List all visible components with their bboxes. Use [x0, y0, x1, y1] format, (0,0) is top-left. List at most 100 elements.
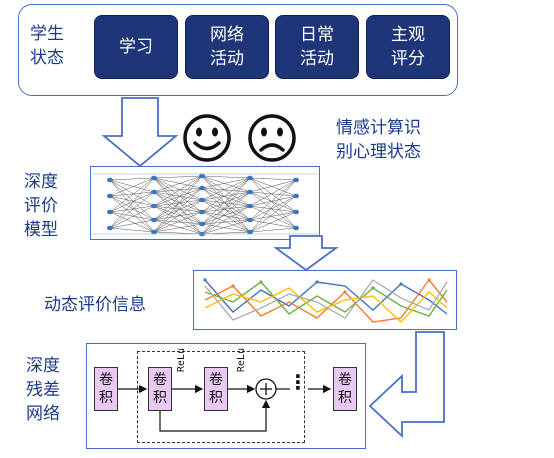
- pill-daily-activity: 日常 活动: [275, 15, 359, 79]
- nn-edge: [109, 177, 155, 213]
- nn-edge: [249, 179, 297, 207]
- conv-block-4: 卷 积: [333, 367, 357, 411]
- bent-arrow-icon: [368, 331, 445, 439]
- nn-edge: [109, 219, 155, 229]
- nn-edge: [109, 191, 155, 229]
- nn-node: [247, 175, 253, 181]
- nn-edge: [201, 177, 251, 235]
- nn-edge: [153, 175, 203, 207]
- nn-edge: [201, 205, 251, 225]
- nn-edge: [201, 191, 251, 213]
- nn-edge: [153, 177, 203, 225]
- nn-node: [293, 209, 299, 215]
- conv-block-1: 卷 积: [94, 367, 118, 411]
- nn-node: [151, 189, 157, 195]
- nn-edge: [109, 191, 155, 213]
- nn-node: [247, 217, 253, 223]
- pill-study: 学习: [94, 15, 178, 79]
- nn-edge: [153, 175, 203, 221]
- nn-edge: [109, 179, 155, 221]
- nn-edge: [201, 175, 251, 207]
- nn-edge: [201, 219, 251, 235]
- nn-edge: [153, 191, 203, 225]
- nn-edge: [153, 187, 203, 207]
- nn-edge: [153, 191, 203, 201]
- nn-node: [199, 209, 205, 215]
- conv-block-2: 卷 积: [148, 367, 172, 411]
- nn-edge: [201, 187, 251, 221]
- nn-edge: [153, 177, 203, 201]
- nn-edge: [201, 187, 251, 207]
- nn-edge: [109, 195, 155, 233]
- nn-node: [151, 175, 157, 181]
- neural-network-box: [90, 166, 320, 240]
- nn-edge: [201, 205, 251, 235]
- nn-edge: [249, 211, 297, 221]
- emotion-computing-text: 情感计算识 别心理状态: [336, 118, 421, 162]
- nn-edge: [201, 191, 251, 225]
- nn-edge: [153, 205, 203, 225]
- nn-edge: [201, 191, 251, 201]
- nn-node: [247, 189, 253, 195]
- nn-edge: [201, 187, 251, 193]
- nn-edge: [153, 199, 203, 207]
- nn-edge: [249, 219, 297, 229]
- nn-edge: [249, 177, 297, 229]
- nn-edge: [249, 211, 297, 233]
- nn-edge: [109, 191, 155, 197]
- nn-node: [293, 193, 299, 199]
- nn-edge: [249, 177, 297, 197]
- neural-network-diagram: [92, 173, 318, 237]
- deep-residual-network-label: 深度 残差 网络: [26, 356, 60, 424]
- nn-edge: [249, 191, 297, 213]
- nn-edge: [153, 187, 203, 233]
- nn-edge: [153, 177, 203, 189]
- nn-node: [247, 203, 253, 209]
- nn-edge: [249, 177, 297, 213]
- nn-edge: [201, 211, 251, 221]
- student-state-label: 学生 状态: [30, 24, 64, 68]
- nn-edge: [201, 199, 251, 207]
- down-arrow-icon: [101, 97, 179, 168]
- nn-node: [107, 225, 113, 231]
- deep-evaluation-model-label: 深度 评价 模型: [24, 172, 58, 240]
- nn-edge: [153, 177, 203, 235]
- nn-node: [247, 229, 253, 235]
- nn-edge: [153, 211, 203, 233]
- nn-edge: [201, 205, 251, 213]
- nn-edge: [109, 205, 155, 213]
- nn-edge: [153, 199, 203, 233]
- continuation-dots: ⋮: [288, 370, 308, 394]
- nn-edge: [201, 175, 251, 193]
- nn-edge: [109, 177, 155, 229]
- nn-edge: [249, 191, 297, 229]
- nn-edge: [153, 223, 203, 233]
- nn-edge: [153, 205, 203, 235]
- nn-node: [107, 177, 113, 183]
- nn-edge: [249, 195, 297, 207]
- nn-edge: [109, 195, 155, 207]
- nn-edge: [109, 179, 155, 207]
- nn-edge: [109, 211, 155, 233]
- nn-edge: [153, 191, 203, 235]
- smiley-face-icon: [183, 114, 231, 162]
- nn-edge: [249, 191, 297, 197]
- nn-edge: [201, 175, 251, 179]
- nn-edge: [109, 179, 155, 233]
- nn-edge: [201, 177, 251, 225]
- nn-edge: [109, 195, 155, 221]
- nn-edge: [249, 179, 297, 233]
- nn-edge: [153, 205, 203, 213]
- nn-node: [293, 177, 299, 183]
- nn-edge: [249, 205, 297, 229]
- nn-edge: [249, 179, 297, 221]
- nn-edge: [109, 211, 155, 221]
- nn-node: [107, 209, 113, 215]
- nn-edge: [201, 223, 251, 233]
- nn-edge: [201, 175, 251, 221]
- nn-edge: [153, 187, 203, 193]
- nn-edge: [109, 205, 155, 229]
- residual-connections: [118, 378, 332, 432]
- nn-edge: [249, 177, 297, 181]
- nn-edge: [201, 177, 251, 189]
